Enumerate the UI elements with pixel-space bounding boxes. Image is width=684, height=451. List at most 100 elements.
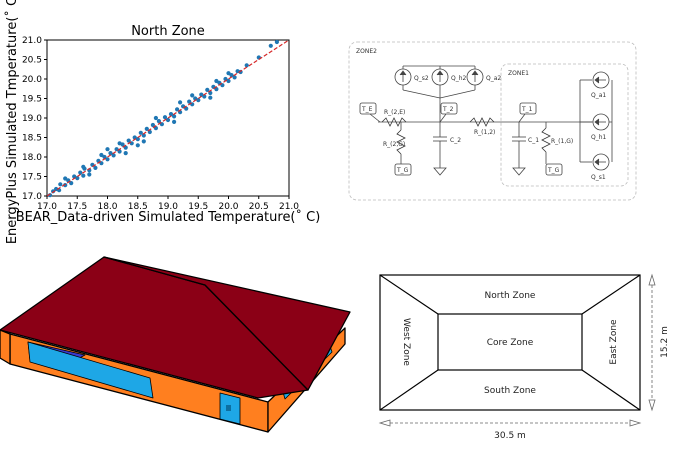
label-q-s1: Q_s1 [591,174,606,181]
y-tick-label: 19.5 [22,95,42,105]
x-tick-label: 17.0 [37,202,57,212]
y-tick-label: 21.0 [22,36,42,46]
x-tick-label: 20.5 [249,202,269,212]
scatter-point [111,153,116,158]
north-zone-label: North Zone [485,291,536,301]
diagonal-se [581,369,641,411]
label-q-a2: Q_a2 [486,75,501,82]
label-c-1: C_1 [528,137,539,144]
south-zone-label: South Zone [484,386,536,396]
front-window [27,341,154,399]
current-source-q-a1 [592,71,610,89]
current-source-q-h2 [431,68,449,86]
building-outline [379,274,641,411]
ground-c-2 [433,167,447,176]
scatter-point [172,119,177,124]
scatter-point [190,93,195,98]
roof-hip-ridge [204,284,309,391]
depth-dimension-label: 15.2 m [660,326,670,358]
resistor-r-12 [469,117,495,127]
scatter-point [135,143,140,148]
x-tick-label: 18.0 [97,202,117,212]
door-window [226,405,231,411]
scatter-point [187,99,192,104]
y-tick-label: 20.5 [22,56,42,66]
label-q-a1: Q_a1 [591,92,606,99]
ground-c-1 [512,167,526,176]
scatter-point [117,141,122,146]
scatter-point [268,43,273,48]
scatter-point [175,107,180,112]
scatter-point [135,137,140,142]
zone2-boundary [348,41,637,201]
y-tick-label: 17.5 [22,173,42,183]
core-zone-outline [437,313,583,371]
scatter-point [75,176,80,181]
scatter-chart: North Zone 17.0 17.5 18.0 18.5 19.0 19.5 20.0 2… [4,0,320,244]
label-q-h1: Q_h1 [591,134,607,141]
scatter-point [153,115,158,121]
side-wall [0,329,11,365]
scatter-point [244,63,249,68]
chart-title: North Zone [131,24,205,39]
rc-circuit-labels: ZONE2 ZONE1 Q_s2 Q_h2 Q_a2 Q_a1 Q_h1 Q_s… [356,48,607,181]
scatter-point [87,172,92,177]
scatter-point [226,78,231,84]
x-tick-label: 19.0 [158,202,178,212]
diagonal-sw [379,369,439,411]
scatter-point [214,78,219,84]
scatter-point [93,165,98,170]
building-3d-model [0,256,351,433]
scatter-point [99,152,104,158]
q-a2-link [439,89,476,99]
scatter-point [150,122,155,128]
label-r-2g: R_(2,G) [383,141,405,148]
label-t-2: T_2 [442,106,454,113]
east-zone-label: East Zone [609,319,619,365]
node-t-e [359,102,377,115]
label-q-h2: Q_h2 [451,75,467,82]
resistor-r-2g [396,129,406,155]
scatter-point [205,87,210,92]
dimension-width [378,419,642,427]
scatter-point [63,183,68,188]
width-dimension-label: 30.5 m [494,431,526,441]
current-source-q-h1 [592,113,610,131]
scatter-point [105,157,110,162]
roof-ridge [103,256,206,286]
label-r-1g: R_(1,G) [551,138,573,145]
scatter-point [165,117,171,123]
scatter-point [69,181,74,186]
label-q-s2: Q_s2 [414,75,429,82]
x-tick-label: 20.0 [218,202,238,212]
core-zone-label: Core Zone [487,338,534,348]
diagonal-nw [379,274,439,315]
rc-circuit-diagram [348,41,637,201]
scatter-point [168,112,174,117]
label-t-1: T_1 [521,106,533,113]
floor-plan-labels: North Zone Core Zone South Zone West Zon… [401,291,619,396]
y-tick-label: 17.0 [22,192,42,202]
y-tick-label: 19.0 [22,114,42,124]
scatter-point [81,173,86,178]
scatter-point [138,130,143,135]
label-c-2: C_2 [450,137,461,144]
current-source-q-s1 [592,153,610,171]
scatter-point [208,95,213,100]
x-tick-label: 18.5 [128,202,148,212]
resistor-r-1g [541,127,551,153]
scatter-point [141,133,146,138]
scatter-point [232,75,237,80]
scatter-point [226,71,231,76]
floor-plan [379,274,641,411]
x-tick-label: 19.5 [188,202,208,212]
scatter-point [172,114,177,119]
scatter-point [202,94,207,99]
x-axis-label: BEAR_Data-driven Simulated Temperature(˚… [16,209,321,225]
scatter-point [108,151,113,156]
label-r-2e: R_(2,E) [384,109,405,116]
resistor-r-2e [381,117,407,127]
scatter-point [156,119,161,124]
node-t-g-left [394,163,412,176]
zone1-label: ZONE1 [508,70,529,77]
